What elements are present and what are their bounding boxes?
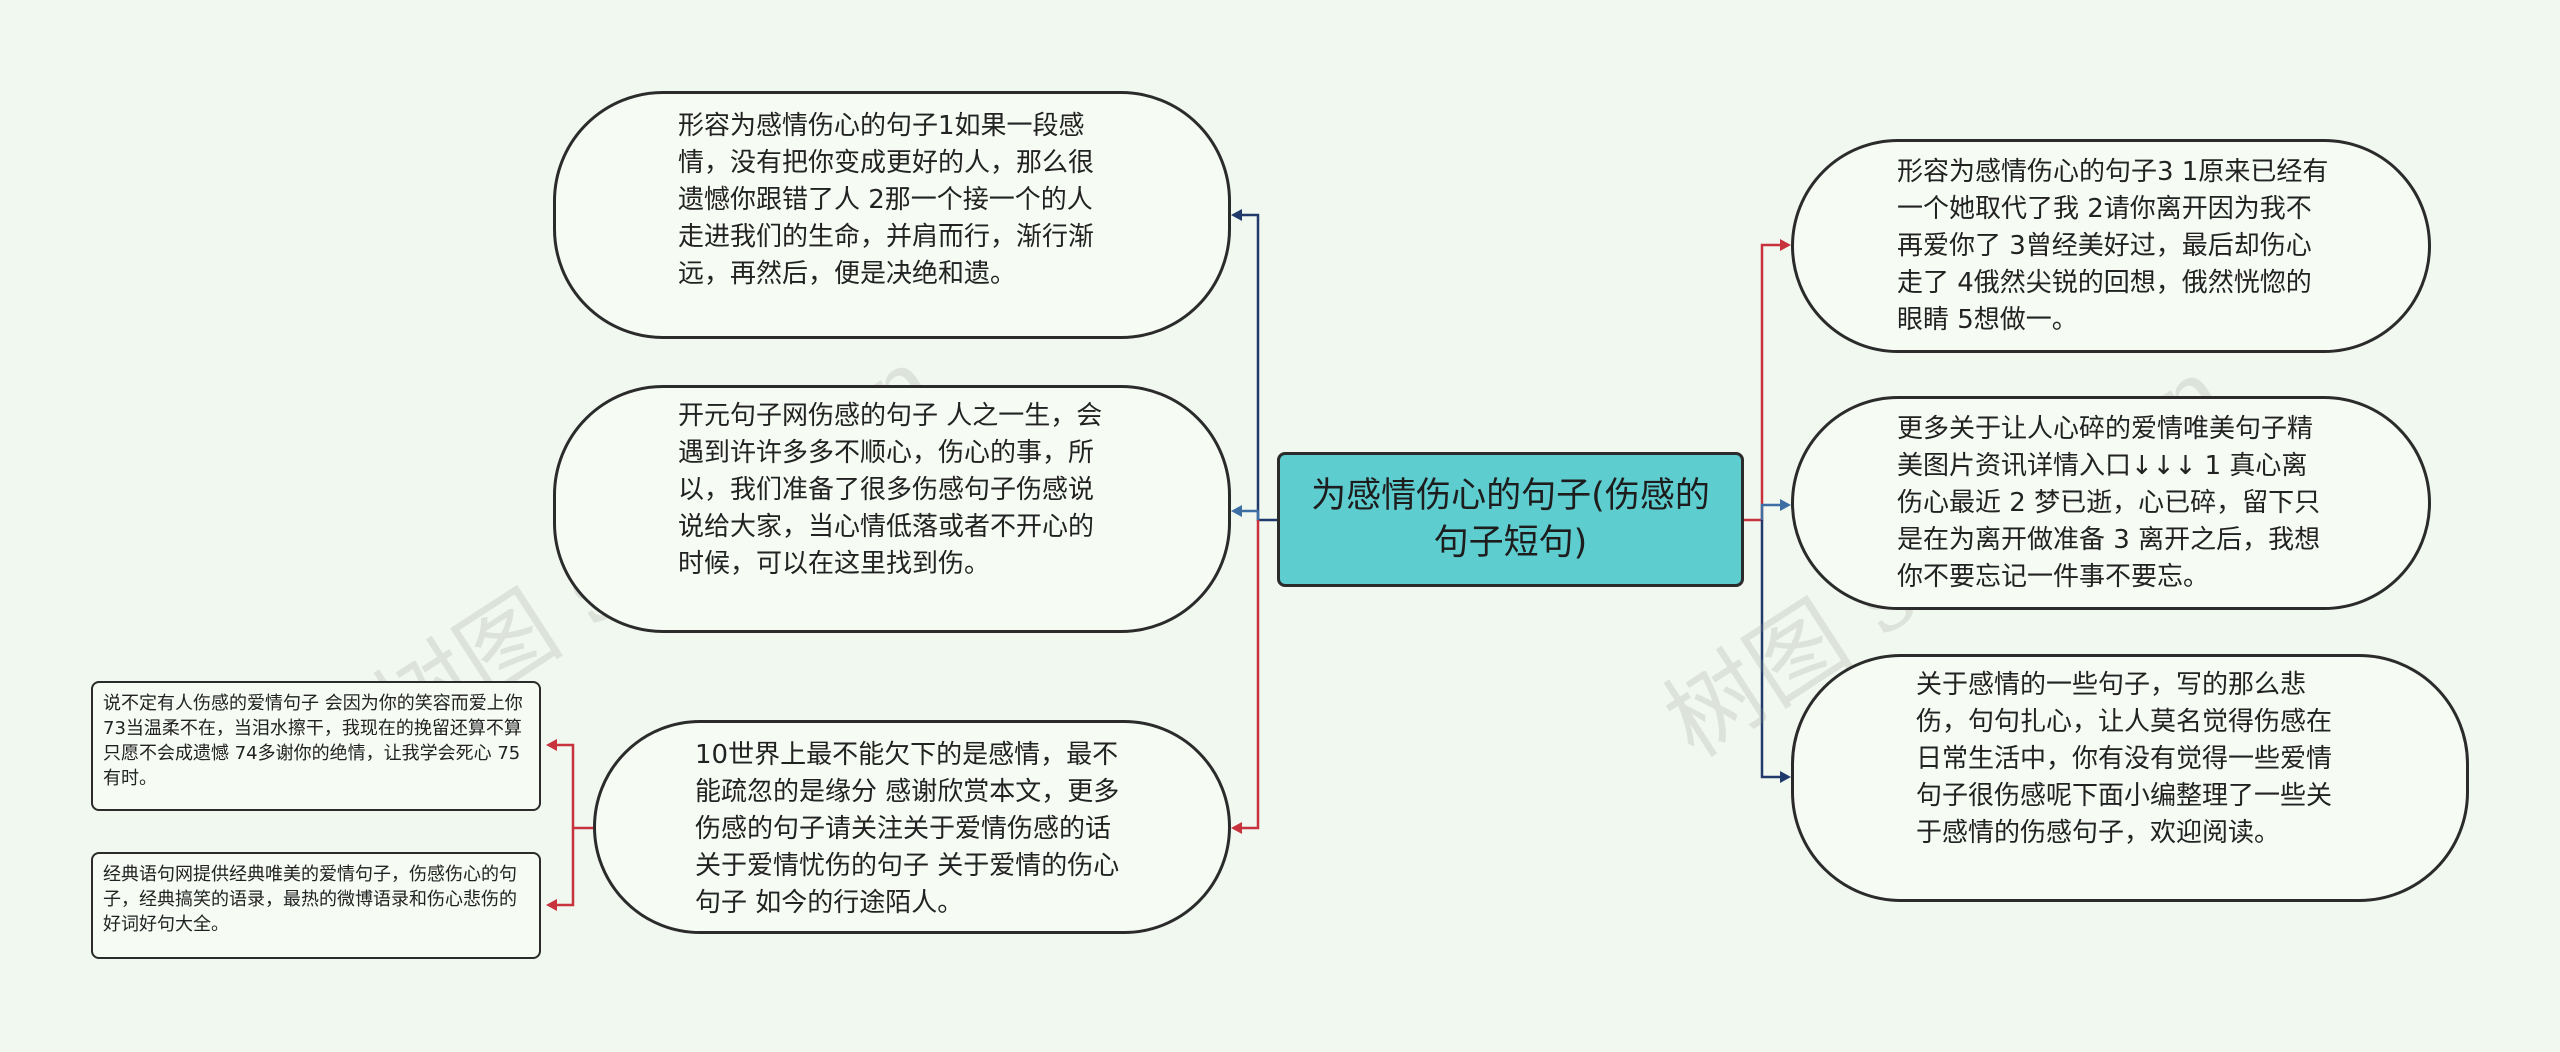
root-node[interactable]: 为感情伤心的句子(伤感的 句子短句): [1277, 452, 1744, 587]
root-label: 为感情伤心的句子(伤感的 句子短句): [1311, 475, 1710, 563]
topic-node-right-3[interactable]: 关于感情的一些句子，写的那么悲伤，句句扎心，让人莫名觉得伤感在日常生活中，你有没…: [1791, 654, 2469, 902]
topic-text: 形容为感情伤心的句子1如果一段感情，没有把你变成更好的人，那么很遗憾你跟错了人 …: [678, 111, 1095, 289]
sub-text: 说不定有人伤感的爱情句子 会因为你的笑容而爱上你 73当温柔不在，当泪水擦干，我…: [103, 693, 523, 789]
arrowhead: [1780, 239, 1791, 251]
arrowhead: [1231, 822, 1242, 834]
arrowhead: [1780, 499, 1791, 511]
topic-node-left-2[interactable]: 开元句子网伤感的句子 人之一生，会遇到许许多多不顺心，伤心的事，所以，我们准备了…: [553, 385, 1231, 633]
sub-node-1[interactable]: 说不定有人伤感的爱情句子 会因为你的笑容而爱上你 73当温柔不在，当泪水擦干，我…: [91, 681, 541, 811]
arrowhead: [1231, 209, 1242, 221]
edge-root-right-1: [1744, 243, 1782, 522]
topic-node-right-2[interactable]: 更多关于让人心碎的爱情唯美句子精美图片资讯详情入口↓↓↓ 1 真心离伤心最近 2…: [1791, 396, 2431, 610]
edge-left3-sub-2: [555, 828, 575, 907]
arrowhead: [546, 899, 557, 911]
topic-text: 关于感情的一些句子，写的那么悲伤，句句扎心，让人莫名觉得伤感在日常生活中，你有没…: [1916, 670, 2333, 848]
edge-root-right-2: [1760, 503, 1782, 520]
arrowhead: [546, 739, 557, 751]
edge-root-left-1: [1240, 213, 1277, 522]
edge-left3-sub-1: [555, 743, 593, 830]
topic-text: 形容为感情伤心的句子3 1原来已经有一个她取代了我 2请你离开因为我不再爱你了 …: [1897, 157, 2329, 335]
sub-node-2[interactable]: 经典语句网提供经典唯美的爱情句子，伤感伤心的句子，经典搞笑的语录，最热的微博语录…: [91, 852, 541, 959]
edge-root-left-2: [1240, 509, 1260, 520]
topic-text: 更多关于让人心碎的爱情唯美句子精美图片资讯详情入口↓↓↓ 1 真心离伤心最近 2…: [1897, 414, 2321, 592]
topic-node-left-3[interactable]: 10世界上最不能欠下的是感情，最不能疏忽的是缘分 感谢欣赏本文，更多伤感的句子请…: [593, 720, 1231, 934]
arrowhead: [1780, 771, 1791, 783]
sub-text: 经典语句网提供经典唯美的爱情句子，伤感伤心的句子，经典搞笑的语录，最热的微博语录…: [103, 864, 517, 935]
topic-text: 10世界上最不能欠下的是感情，最不能疏忽的是缘分 感谢欣赏本文，更多伤感的句子请…: [695, 740, 1120, 918]
topic-node-right-1[interactable]: 形容为感情伤心的句子3 1原来已经有一个她取代了我 2请你离开因为我不再爱你了 …: [1791, 139, 2431, 353]
edge-root-right-3: [1760, 520, 1782, 779]
arrowhead: [1231, 505, 1242, 517]
topic-node-left-1[interactable]: 形容为感情伤心的句子1如果一段感情，没有把你变成更好的人，那么很遗憾你跟错了人 …: [553, 91, 1231, 339]
edge-root-left-3: [1240, 520, 1260, 830]
topic-text: 开元句子网伤感的句子 人之一生，会遇到许许多多不顺心，伤心的事，所以，我们准备了…: [678, 401, 1103, 579]
